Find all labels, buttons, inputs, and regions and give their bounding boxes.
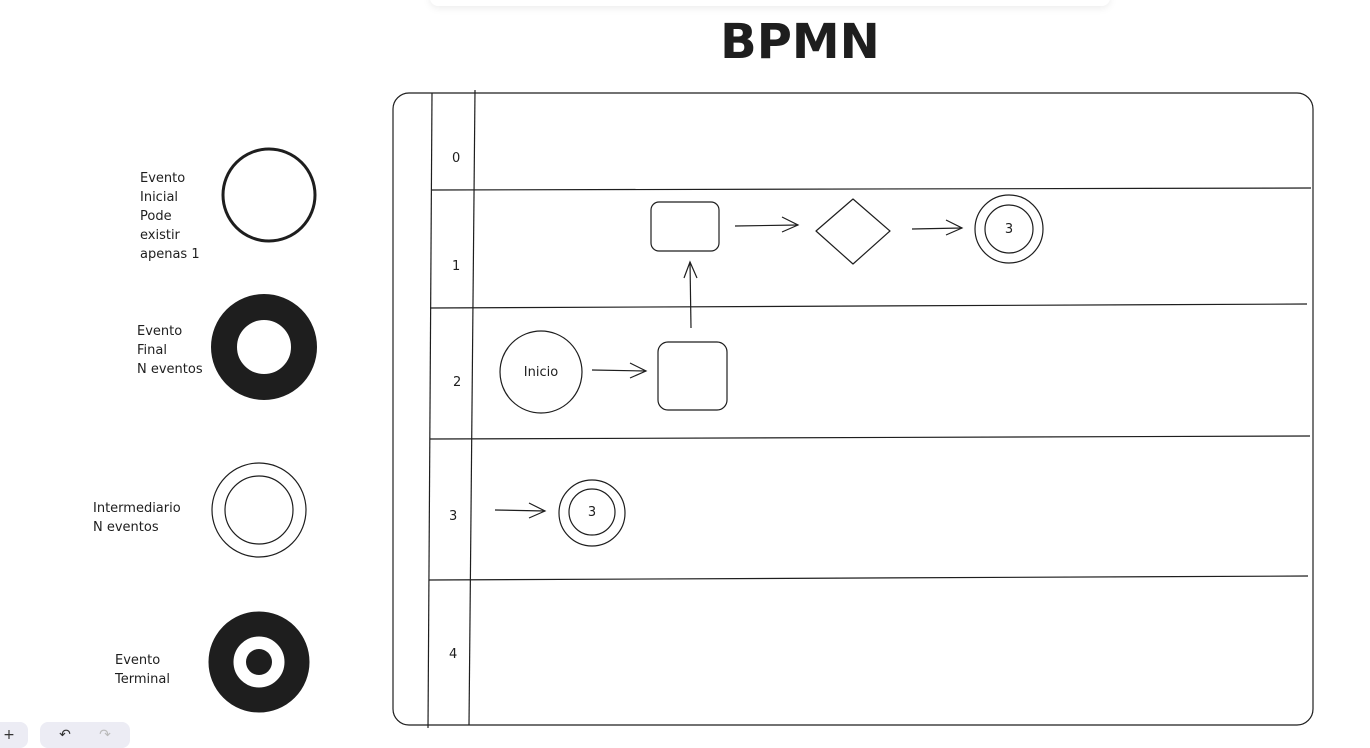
arrow-task2-to-task1[interactable] [683, 260, 698, 329]
arrow-task-to-gateway[interactable] [734, 216, 800, 233]
terminal-event-inner-dot[interactable] [246, 649, 272, 675]
legend-terminal-event[interactable]: Evento Terminal [114, 611, 310, 713]
start-event-inicio[interactable]: Inicio [499, 330, 583, 414]
arrow-start-to-task[interactable] [591, 362, 648, 379]
link-event-lane1-label: 3 [1005, 222, 1013, 237]
end-event-circle[interactable] [211, 294, 317, 400]
legend-intermediate-event[interactable]: Intermediario N eventos [93, 462, 307, 558]
arrow-into-lane3-event[interactable] [494, 502, 547, 519]
link-event-lane3[interactable]: 3 [558, 479, 626, 547]
lane-divider-1 [431, 187, 1312, 191]
arrow-gateway-to-event[interactable] [911, 219, 964, 236]
diagram-title[interactable]: BPMN [720, 14, 880, 70]
lane-label-4[interactable]: 4 [449, 647, 457, 662]
legend-start-event[interactable]: Evento Inicial Pode existir apenas 1 [140, 147, 317, 262]
top-toolbar-edge [430, 0, 1110, 6]
undo-icon[interactable]: ↶ [59, 727, 71, 743]
gateway-diamond[interactable] [815, 198, 891, 265]
legend-terminal-text: Evento Terminal [114, 653, 170, 687]
undo-redo-group: ↶ ↷ [40, 722, 130, 748]
lane-divider-4 [428, 575, 1309, 581]
lane-divider-3 [429, 435, 1311, 440]
zoom-in-button[interactable]: + [0, 722, 28, 748]
legend-end-text: Evento Final N eventos [137, 324, 203, 377]
pool-header-line [427, 92, 433, 729]
link-event-lane3-label: 3 [588, 505, 596, 520]
legend-end-event[interactable]: Evento Final N eventos [137, 294, 317, 400]
start-event-inicio-label: Inicio [524, 365, 558, 380]
redo-icon[interactable]: ↷ [99, 727, 111, 743]
intermediate-event-outer-circle[interactable] [211, 462, 307, 558]
link-event-lane1[interactable]: 3 [974, 194, 1044, 264]
legend-intermediate-text: Intermediario N eventos [93, 501, 185, 535]
lane-label-3[interactable]: 3 [449, 509, 457, 524]
start-event-circle[interactable] [221, 147, 317, 243]
bpmn-pool[interactable]: 0 1 2 3 4 [392, 89, 1314, 729]
task-box-lane2[interactable] [657, 341, 728, 411]
task-box-lane1[interactable] [650, 201, 720, 252]
lane-header-line [468, 89, 476, 726]
lane-label-1[interactable]: 1 [452, 259, 460, 274]
intermediate-event-inner-circle[interactable] [224, 475, 294, 545]
lane-label-0[interactable]: 0 [452, 151, 460, 166]
pool-border[interactable] [392, 92, 1314, 726]
terminal-event-outer-ring[interactable] [208, 611, 310, 713]
legend-start-text: Evento Inicial Pode existir apenas 1 [140, 171, 200, 262]
plus-icon: + [3, 727, 15, 743]
lane-divider-2 [429, 303, 1308, 309]
lane-label-2[interactable]: 2 [453, 375, 461, 390]
